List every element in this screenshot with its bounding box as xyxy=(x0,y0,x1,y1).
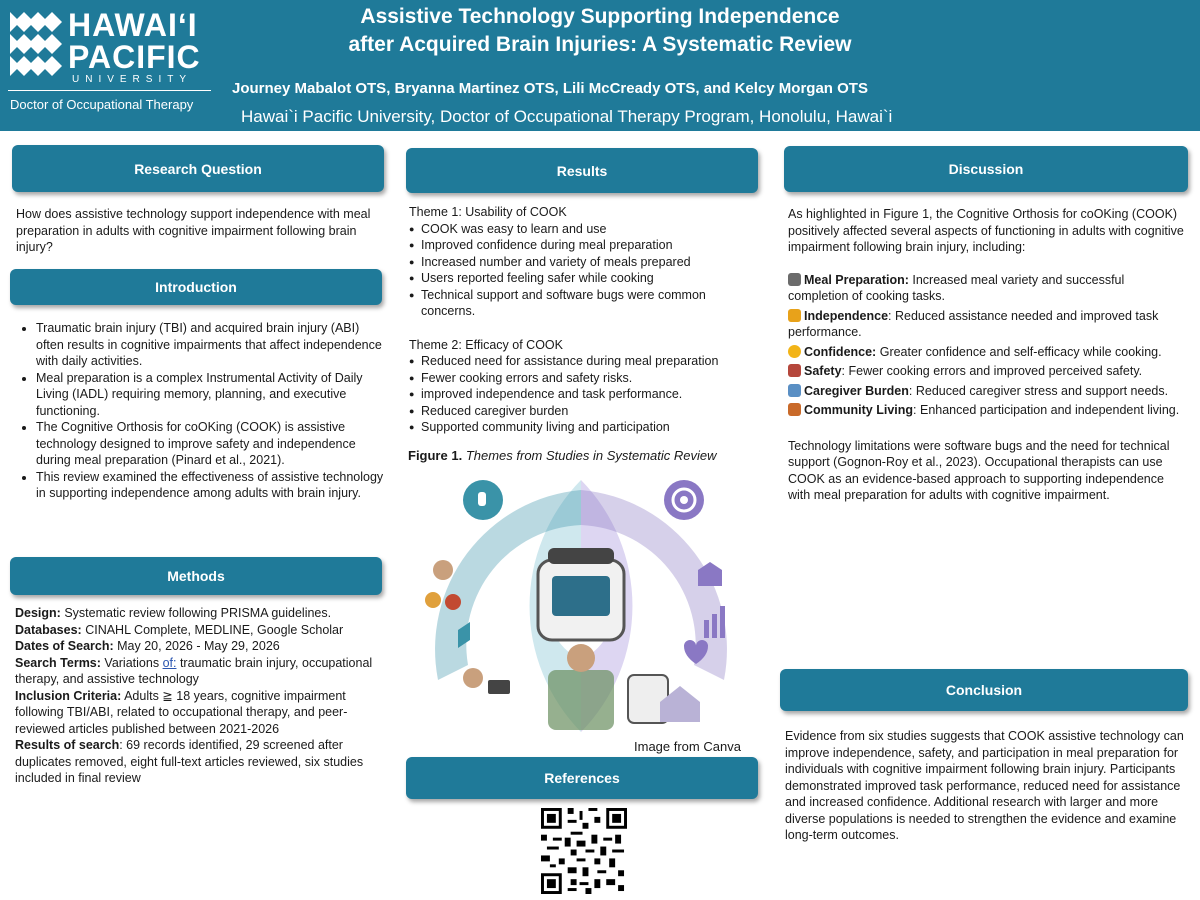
theme1-title: Theme 1: Usability of COOK xyxy=(409,205,567,219)
conclusion-text: Evidence from six studies suggests that … xyxy=(785,729,1184,842)
design-label: Design: xyxy=(15,606,61,620)
discussion-body: As highlighted in Figure 1, the Cognitiv… xyxy=(788,206,1184,504)
discussion-item-text: : Reduced assistance needed and improved… xyxy=(788,308,1159,340)
figure-caption: Figure 1. Themes from Studies in Systema… xyxy=(408,448,717,463)
list-item: Reduced need for assistance during meal … xyxy=(409,353,759,370)
growth-bars-icon xyxy=(704,620,709,638)
poster-title-line2: after Acquired Brain Injuries: A Systema… xyxy=(348,33,852,56)
inclusion-label: Inclusion Criteria: xyxy=(15,688,122,703)
discussion-item: Independence: Reduced assistance needed … xyxy=(788,308,1184,341)
research-question-heading: Research Question xyxy=(12,145,384,192)
flexed-arm-icon xyxy=(788,308,801,322)
figure-title: Themes from Studies in Systematic Review xyxy=(465,448,717,463)
discussion-item: Caregiver Burden: Reduced caregiver stre… xyxy=(788,383,1184,400)
terms-of: of: xyxy=(162,655,177,670)
discussion-heading: Discussion xyxy=(784,146,1188,192)
discussion-item-label: Independence xyxy=(804,308,889,323)
smile-icon xyxy=(788,344,801,358)
dates-label: Dates of Search: xyxy=(15,639,114,653)
list-item: The Cognitive Orthosis for coOKing (COOK… xyxy=(36,419,384,469)
house-icon xyxy=(660,686,700,722)
list-item: Increased number and variety of meals pr… xyxy=(409,254,759,271)
references-qr-code[interactable] xyxy=(541,808,627,894)
discussion-item-text: : Fewer cooking errors and improved perc… xyxy=(841,364,1143,378)
list-item: Improved confidence during meal preparat… xyxy=(409,237,759,254)
list-item: Technical support and software bugs were… xyxy=(409,287,759,320)
poster-header: HAWAIʻI PACIFIC UNIVERSITY Doctor of Occ… xyxy=(0,0,1200,131)
discussion-item-label: Community Living xyxy=(804,403,914,417)
discussion-closing: Technology limitations were software bug… xyxy=(788,438,1170,503)
discussion-item: Meal Preparation: Increased meal variety… xyxy=(788,272,1184,305)
logo-program: Doctor of Occupational Therapy xyxy=(10,97,194,112)
discussion-item-label: Safety xyxy=(804,364,842,378)
list-item: Fewer cooking errors and safety risks. xyxy=(409,370,759,387)
themes-figure-illustration xyxy=(425,480,727,732)
house-icon xyxy=(788,403,801,416)
list-item: Reduced caregiver burden xyxy=(409,403,759,420)
person-cooking-icon xyxy=(548,670,614,730)
safety-shield-icon xyxy=(698,562,722,586)
shield-icon xyxy=(458,622,470,648)
figure-label: Figure 1. xyxy=(408,448,463,463)
results-heading: Results xyxy=(406,148,758,193)
magnifier-icon xyxy=(788,272,801,286)
methods-heading: Methods xyxy=(10,557,382,595)
results-of-search-text: : 69 records identified, 29 screened aft… xyxy=(15,738,364,785)
introduction-heading: Introduction xyxy=(10,269,382,305)
logo-university: UNIVERSITY xyxy=(72,74,193,85)
conclusion-heading: Conclusion xyxy=(780,669,1188,711)
results-body: Theme 1: Usability of COOK COOK was easy… xyxy=(409,204,759,436)
list-item: Supported community living and participa… xyxy=(409,419,759,436)
list-item: Traumatic brain injury (TBI) and acquire… xyxy=(36,320,384,370)
university-logo: HAWAIʻI PACIFIC UNIVERSITY Doctor of Occ… xyxy=(8,8,213,116)
terms-text: traumatic brain injury, occupational the… xyxy=(15,655,373,687)
discussion-item-label: Confidence: xyxy=(804,344,877,359)
list-item: Meal preparation is a complex Instrument… xyxy=(36,370,384,420)
discussion-item-text: Increased meal variety and successful co… xyxy=(788,272,1125,304)
methods-body: Design: Systematic review following PRIS… xyxy=(15,605,387,787)
design-text: Systematic review following PRISMA guide… xyxy=(64,606,332,620)
terms-pre: Variations xyxy=(104,655,160,670)
food-icon xyxy=(425,592,441,608)
poster-authors: Journey Mabalot OTS, Bryanna Martinez OT… xyxy=(232,80,868,97)
discussion-item-text: : Reduced caregiver stress and support n… xyxy=(908,383,1169,398)
discussion-item-text: Greater confidence and self-efficacy whi… xyxy=(879,344,1162,359)
list-item: This review examined the effectiveness o… xyxy=(36,469,384,502)
databases-text: CINAHL Complete, MEDLINE, Google Scholar xyxy=(85,622,344,637)
databases-label: Databases: xyxy=(15,622,82,637)
discussion-intro: As highlighted in Figure 1, the Cognitiv… xyxy=(788,207,1184,254)
list-item: COOK was easy to learn and use xyxy=(409,221,759,238)
theme2-title: Theme 2: Efficacy of COOK xyxy=(409,337,563,352)
logo-name-line1: HAWAIʻI xyxy=(68,7,198,43)
family-icon xyxy=(788,383,801,397)
introduction-list: Traumatic brain injury (TBI) and acquire… xyxy=(14,320,384,502)
person-icon xyxy=(433,560,453,580)
poster-title-line1: Assistive Technology Supporting Independ… xyxy=(360,5,840,28)
discussion-item: Confidence: Greater confidence and self-… xyxy=(788,344,1184,361)
list-item: improved independence and task performan… xyxy=(409,386,759,403)
logo-name-line2: PACIFIC xyxy=(68,39,201,75)
image-credit: Image from Canva xyxy=(634,739,741,754)
shield-icon xyxy=(788,364,801,377)
inclusion-text: Adults ≧ 18 years, cognitive impairment … xyxy=(15,688,348,736)
terms-label: Search Terms: xyxy=(15,655,101,670)
research-question-text: How does assistive technology support in… xyxy=(16,207,371,254)
list-item: Users reported feeling safer while cooki… xyxy=(409,270,759,287)
discussion-item-label: Caregiver Burden xyxy=(804,383,909,398)
laptop-icon xyxy=(488,680,510,694)
references-heading: References xyxy=(406,757,758,799)
heart-icon xyxy=(684,640,708,664)
logo-pattern-icon xyxy=(10,12,62,76)
discussion-item-label: Meal Preparation: xyxy=(804,272,909,287)
discussion-item: Community Living: Enhanced participation… xyxy=(788,402,1184,419)
discussion-item-text: : Enhanced participation and independent… xyxy=(913,403,1180,417)
logo-divider xyxy=(8,90,211,91)
results-of-search-label: Results of search xyxy=(15,738,120,752)
poster-affiliation: Hawai`i Pacific University, Doctor of Oc… xyxy=(241,107,893,126)
discussion-item: Safety: Fewer cooking errors and improve… xyxy=(788,363,1184,380)
dates-text: May 20, 2026 - May 29, 2026 xyxy=(117,639,280,653)
